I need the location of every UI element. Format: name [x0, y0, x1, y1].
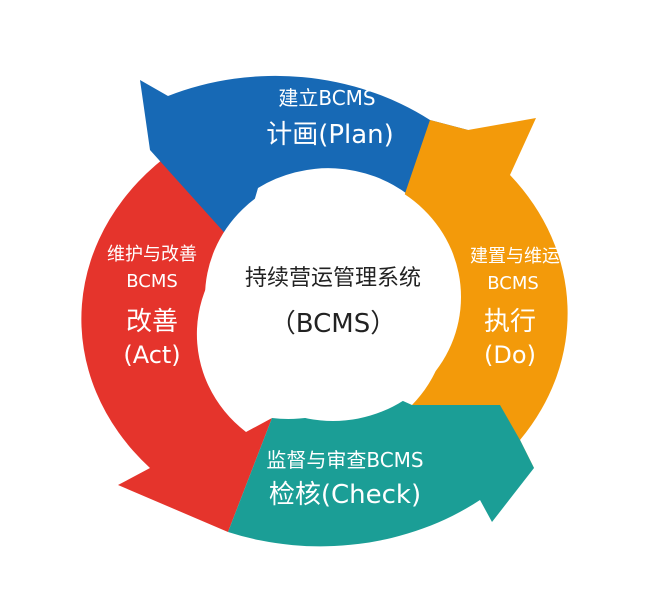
check-segment [228, 388, 534, 547]
do-label-line2: BCMS [487, 273, 539, 294]
act-label-line1: 维护与改善 [107, 244, 197, 265]
center-subtitle: （BCMS） [270, 309, 396, 339]
do-segment [396, 118, 568, 468]
check-label-line2: 检核(Check) [269, 480, 421, 510]
act-label-line2: BCMS [126, 271, 178, 292]
center-circle [205, 173, 461, 421]
do-label-line3: 执行 [484, 307, 536, 337]
do-label-line4: (Do) [484, 341, 536, 369]
check-label-line1: 监督与审查BCMS [266, 448, 423, 472]
do-label-line1: 建置与维运 [470, 246, 560, 267]
act-label-line3: 改善 [126, 307, 178, 337]
act-label-line4: (Act) [123, 341, 180, 369]
plan-label-line2: 计画(Plan) [266, 120, 394, 150]
plan-label-line1: 建立BCMS [278, 86, 375, 110]
center-title: 持续营运管理系统 [245, 266, 421, 291]
plan-segment [140, 75, 468, 250]
